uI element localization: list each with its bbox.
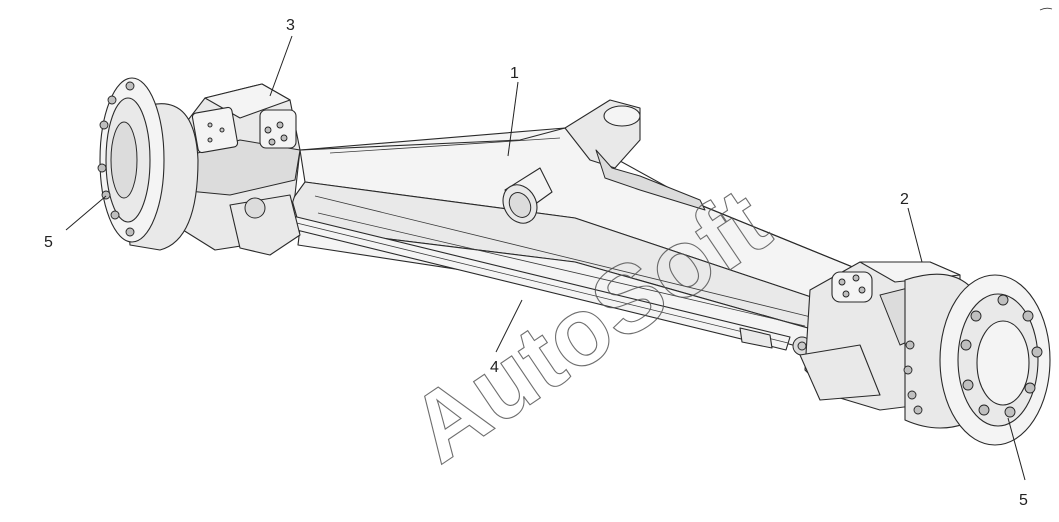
callout-3: 3 [286, 17, 295, 34]
callout-4: 4 [490, 359, 499, 376]
right-wheel-hub [903, 273, 1051, 446]
callout-labels: 1 2 3 4 5 5 [44, 17, 1028, 509]
callout-1: 1 [510, 65, 519, 82]
left-hub-bolts [97, 81, 135, 237]
right-hub-bolts [903, 294, 1043, 418]
left-wheel-hub [97, 77, 199, 251]
leader-lines [65, 35, 1026, 481]
callout-5-right: 5 [1019, 492, 1028, 509]
left-steering-knuckle [164, 83, 301, 256]
callout-2: 2 [900, 191, 909, 208]
corner-mark [1039, 7, 1053, 11]
callout-5-left: 5 [44, 234, 53, 251]
